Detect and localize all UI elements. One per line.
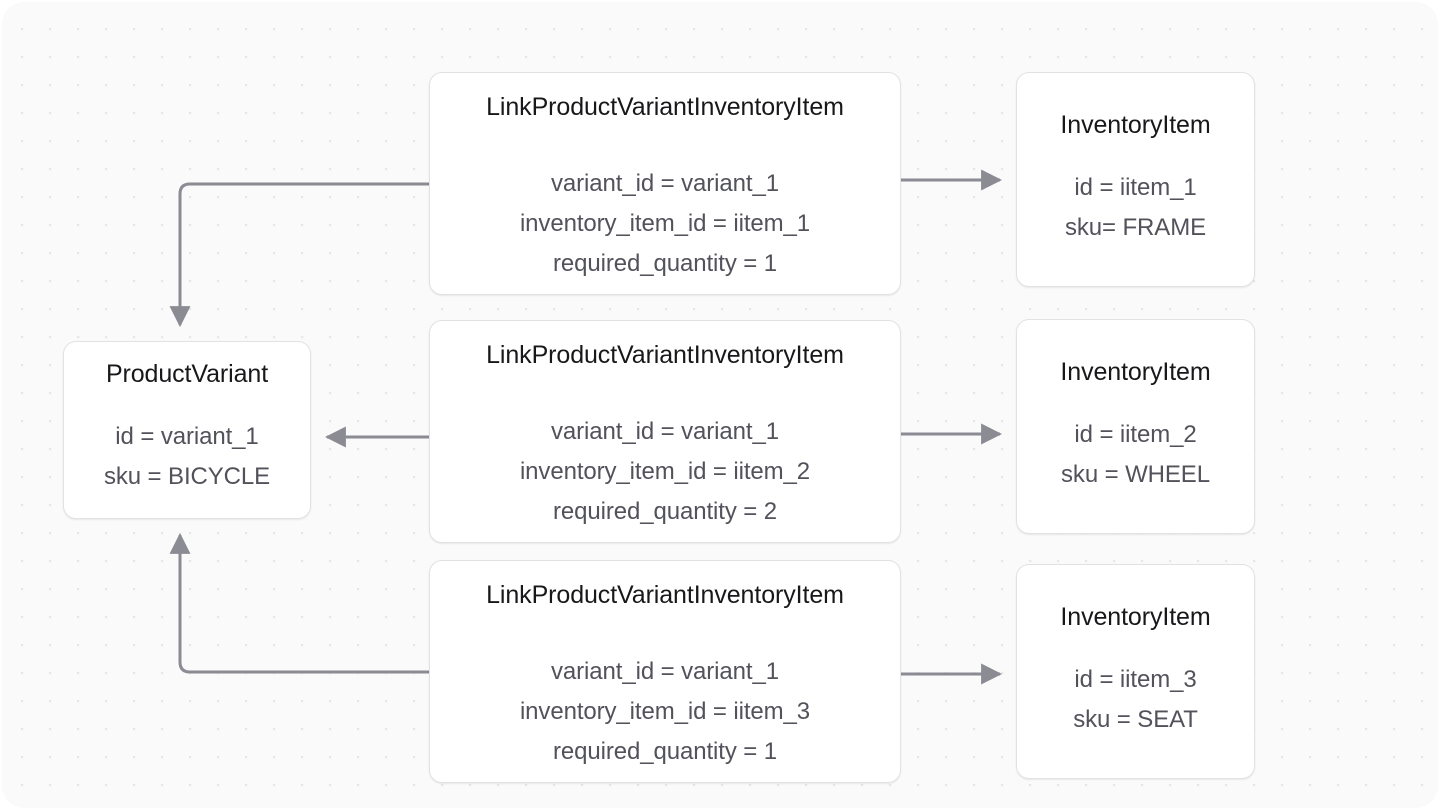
node-attribute: inventory_item_id = iitem_1 (519, 210, 811, 237)
node-attribute: id = variant_1 (115, 423, 259, 450)
node-attribute: inventory_item_id = iitem_2 (519, 458, 811, 485)
node-attributes: variant_id = variant_1 inventory_item_id… (520, 652, 810, 772)
node-attributes: variant_id = variant_1 inventory_item_id… (520, 412, 810, 532)
node-attributes: id = iitem_1 sku= FRAME (1065, 168, 1206, 248)
node-attribute: id = iitem_2 (1074, 421, 1197, 448)
node-link-product-variant-inventory-item-3[interactable]: LinkProductVariantInventoryItem variant_… (429, 560, 901, 783)
node-attribute: sku = SEAT (1073, 706, 1198, 733)
node-attribute: required_quantity = 1 (552, 738, 778, 765)
node-title: ProductVariant (105, 360, 269, 388)
node-inventory-item-3[interactable]: InventoryItem id = iitem_3 sku = SEAT (1016, 564, 1255, 779)
node-title: InventoryItem (1060, 603, 1211, 631)
node-title: LinkProductVariantInventoryItem (486, 93, 844, 121)
node-attribute: id = iitem_3 (1074, 666, 1197, 693)
node-inventory-item-1[interactable]: InventoryItem id = iitem_1 sku= FRAME (1016, 72, 1255, 287)
node-inventory-item-2[interactable]: InventoryItem id = iitem_2 sku = WHEEL (1016, 319, 1255, 534)
node-link-product-variant-inventory-item-2[interactable]: LinkProductVariantInventoryItem variant_… (429, 320, 901, 543)
node-attribute: sku= FRAME (1064, 214, 1207, 241)
node-attributes: id = iitem_3 sku = SEAT (1073, 660, 1198, 740)
node-attributes: id = variant_1 sku = BICYCLE (104, 417, 270, 497)
node-attribute: sku = WHEEL (1061, 461, 1210, 488)
node-title: LinkProductVariantInventoryItem (486, 581, 844, 609)
node-product-variant[interactable]: ProductVariant id = variant_1 sku = BICY… (63, 341, 311, 519)
node-attribute: required_quantity = 2 (552, 498, 778, 525)
node-attributes: variant_id = variant_1 inventory_item_id… (520, 164, 810, 284)
node-attribute: id = iitem_1 (1074, 174, 1197, 201)
node-attribute: sku = BICYCLE (103, 463, 271, 490)
node-attribute: required_quantity = 1 (552, 250, 778, 277)
node-attribute: variant_id = variant_1 (551, 418, 779, 445)
node-attribute: inventory_item_id = iitem_3 (519, 698, 811, 725)
node-title: InventoryItem (1060, 358, 1211, 386)
node-link-product-variant-inventory-item-1[interactable]: LinkProductVariantInventoryItem variant_… (429, 72, 901, 295)
node-title: LinkProductVariantInventoryItem (486, 341, 844, 369)
node-title: InventoryItem (1060, 111, 1211, 139)
node-attribute: variant_id = variant_1 (551, 170, 779, 197)
node-attribute: variant_id = variant_1 (551, 658, 779, 685)
node-attributes: id = iitem_2 sku = WHEEL (1061, 415, 1210, 495)
